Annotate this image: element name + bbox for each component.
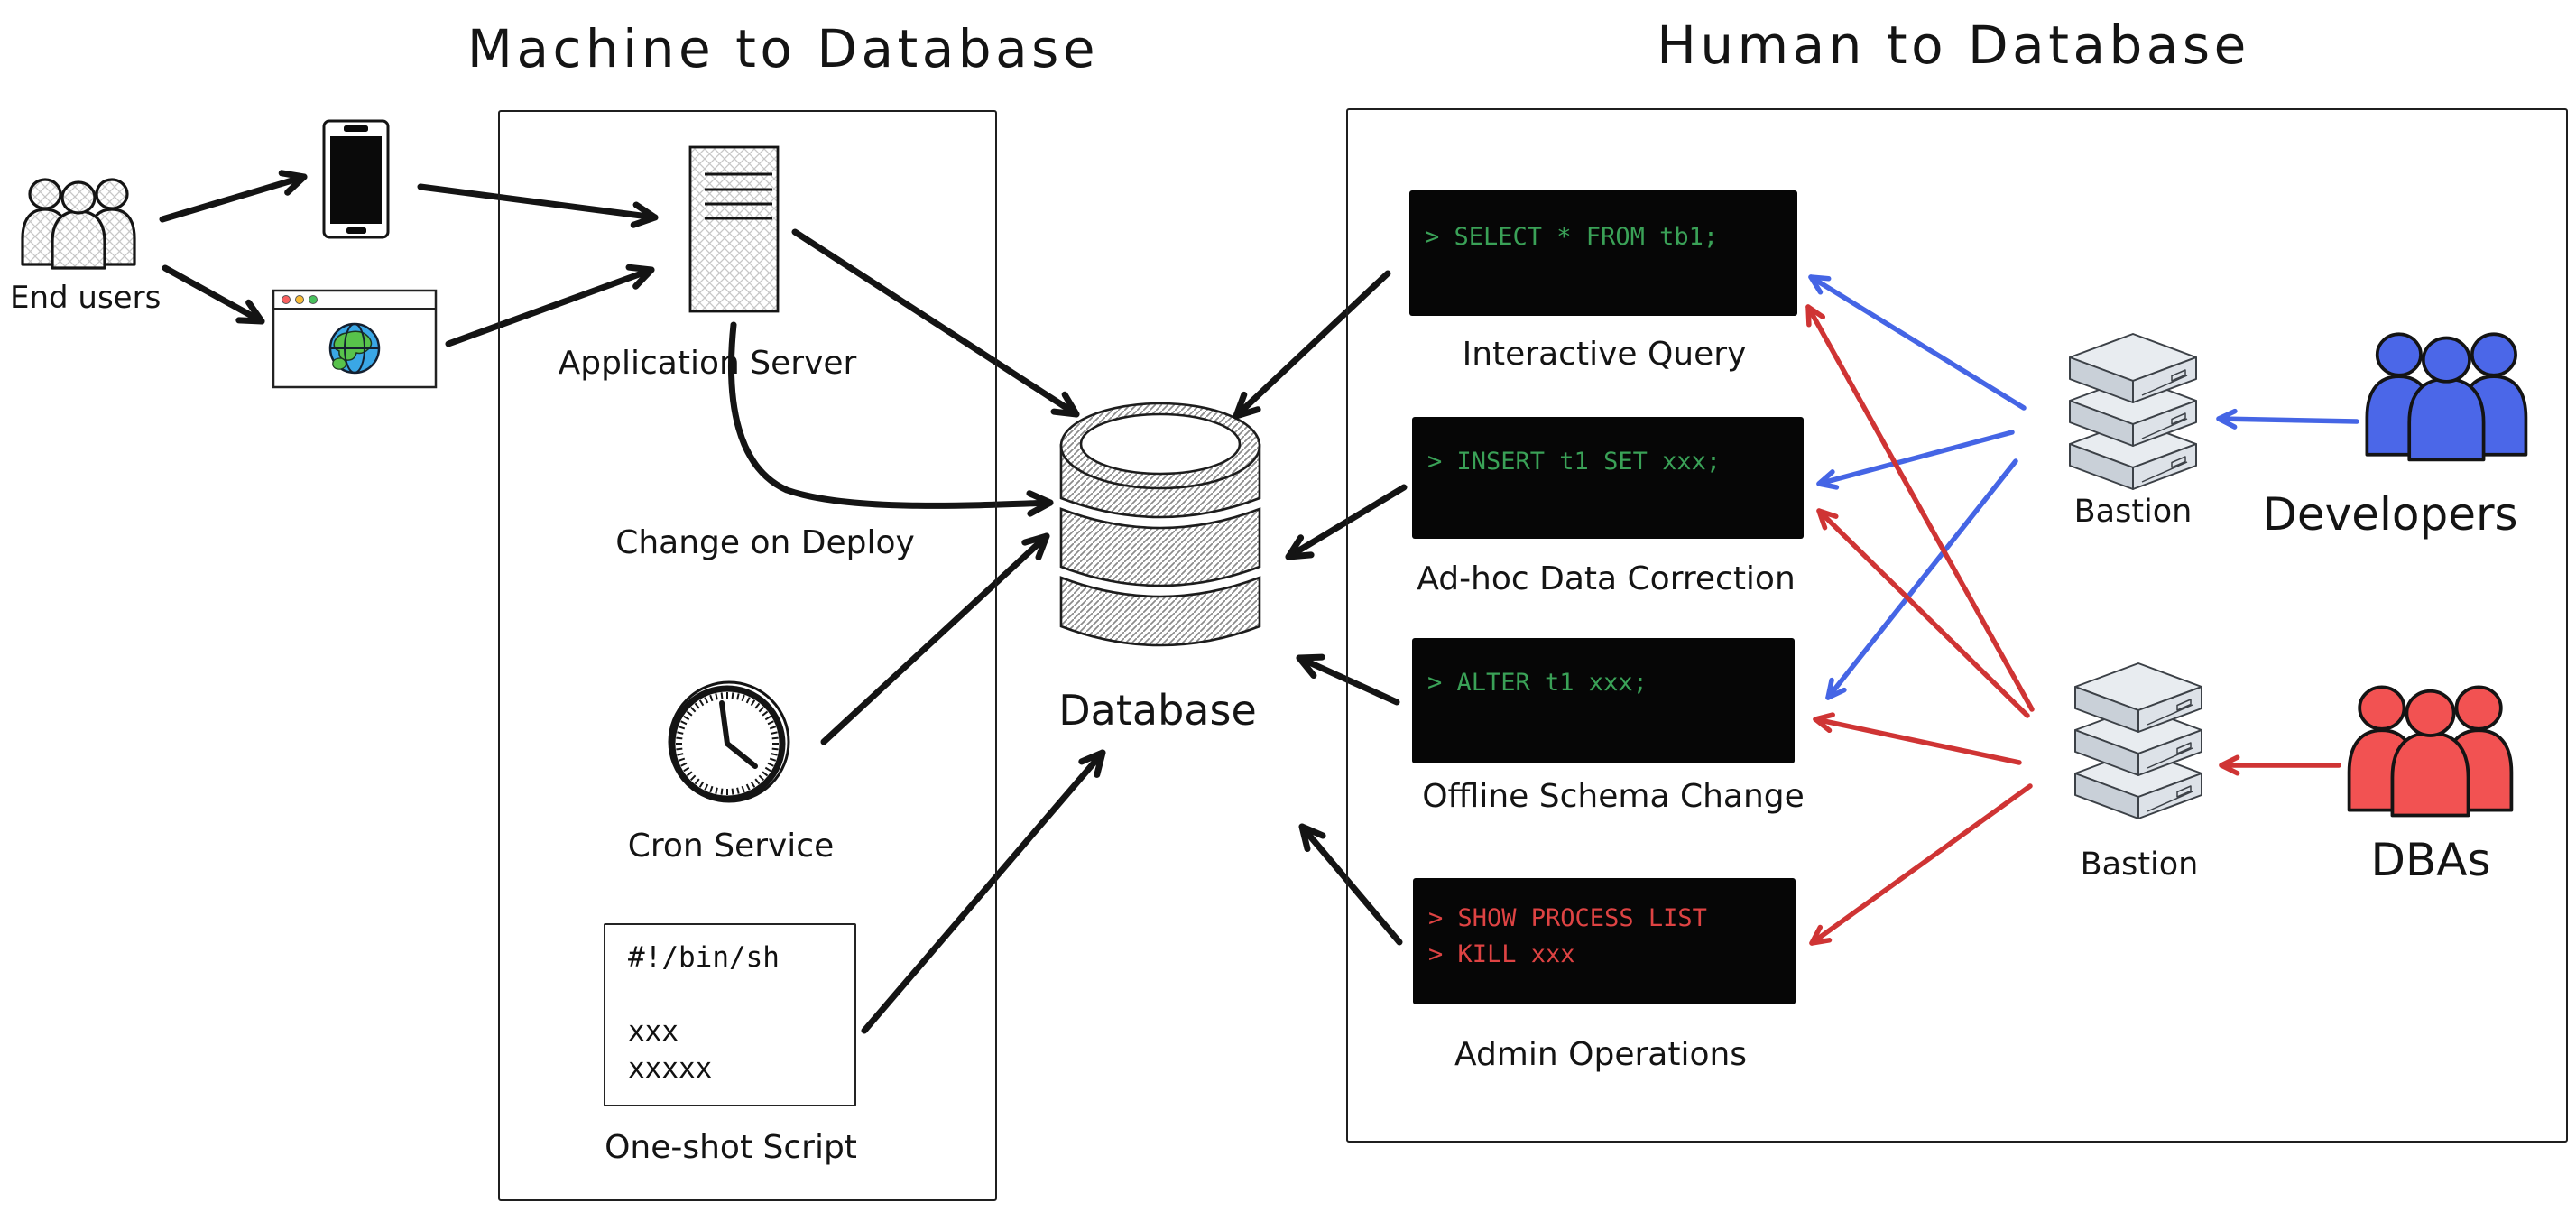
change-on-deploy-label: Change on Deploy	[615, 524, 915, 561]
terminal-adhoc-correction: > INSERT t1 SET xxx;	[1412, 417, 1804, 539]
smartphone-icon	[322, 119, 390, 239]
terminal-text: > KILL xxx	[1428, 940, 1575, 968]
arrow-dba-bastion-to-adhoc	[1816, 508, 2030, 718]
machine-section-box	[498, 110, 997, 1201]
arrow-cron-to-database	[820, 532, 1050, 745]
arrow-bastion-to-interactive	[1808, 274, 2027, 411]
arrow-phone-to-appserver	[417, 183, 659, 228]
terminal-text: > INSERT t1 SET xxx;	[1427, 448, 1722, 476]
arrow-offline-to-database	[1296, 653, 1400, 706]
application-server-label: Application Server	[558, 345, 857, 382]
one-shot-script-box: #!/bin/sh xxx xxxxx	[604, 923, 856, 1106]
terminal-admin-operations: > SHOW PROCESS LIST > KILL xxx	[1413, 878, 1796, 1004]
terminal-interactive-query: > SELECT * FROM tb1;	[1409, 190, 1797, 316]
developers-label: Developers	[2262, 488, 2518, 541]
arrow-bastion-to-offline	[1825, 458, 2018, 700]
bastion-top-icon	[2069, 333, 2197, 490]
dbas-label: DBAs	[2370, 834, 2491, 886]
arrow-dba-bastion-to-admin	[1809, 783, 2033, 946]
script-line: xxxxx	[628, 1052, 713, 1085]
interactive-query-label: Interactive Query	[1462, 336, 1747, 373]
dbas-icon	[2347, 685, 2514, 818]
script-line: #!/bin/sh	[628, 941, 780, 974]
human-title: Human to Database	[1657, 14, 2250, 76]
bastion-top-label: Bastion	[2073, 494, 2193, 530]
cron-service-label: Cron Service	[627, 828, 835, 865]
script-line: xxx	[628, 1015, 679, 1048]
admin-operations-label: Admin Operations	[1454, 1036, 1748, 1073]
arrow-script-to-database	[861, 749, 1106, 1034]
database-label: Database	[1058, 686, 1257, 735]
human-section-box	[1346, 108, 2568, 1143]
arrow-admin-to-database	[1298, 823, 1403, 946]
arrow-browser-to-appserver	[445, 264, 655, 347]
browser-globe-icon	[272, 289, 438, 389]
developers-icon	[2365, 332, 2528, 462]
arrows-layer	[159, 170, 2359, 1034]
arrow-deploy-to-database	[727, 321, 1054, 517]
clock-icon	[668, 680, 790, 803]
terminal-offline-schema: > ALTER t1 xxx;	[1412, 638, 1795, 763]
arrow-endusers-to-phone	[159, 170, 308, 223]
arrow-appserver-to-database	[791, 228, 1080, 418]
bastion-bottom-icon	[2074, 662, 2202, 819]
arrow-developers-to-bastion	[2216, 408, 2359, 430]
terminal-text: > SHOW PROCESS LIST	[1428, 904, 1707, 932]
arrow-dbas-to-bastion	[2219, 754, 2341, 776]
arrow-dba-bastion-to-offline	[1813, 712, 2022, 765]
arrow-bastion-to-adhoc	[1816, 430, 2015, 490]
arrow-dba-bastion-to-interactive	[1805, 304, 2035, 712]
adhoc-correction-label: Ad-hoc Data Correction	[1417, 560, 1796, 597]
end-users-icon	[21, 178, 136, 270]
terminal-text: > ALTER t1 xxx;	[1427, 669, 1648, 697]
arrow-endusers-to-browser	[162, 264, 265, 325]
end-users-label: End users	[10, 280, 162, 316]
terminal-text: > SELECT * FROM tb1;	[1425, 223, 1719, 251]
application-server-icon	[688, 145, 780, 313]
bastion-bottom-label: Bastion	[2080, 847, 2199, 883]
machine-title: Machine to Database	[466, 18, 1100, 79]
database-cylinder-icon	[1059, 402, 1261, 647]
offline-schema-label: Offline Schema Change	[1422, 778, 1805, 815]
arrow-interactive-to-database	[1233, 270, 1391, 420]
one-shot-script-label: One-shot Script	[605, 1129, 857, 1166]
script-line	[628, 976, 854, 1013]
